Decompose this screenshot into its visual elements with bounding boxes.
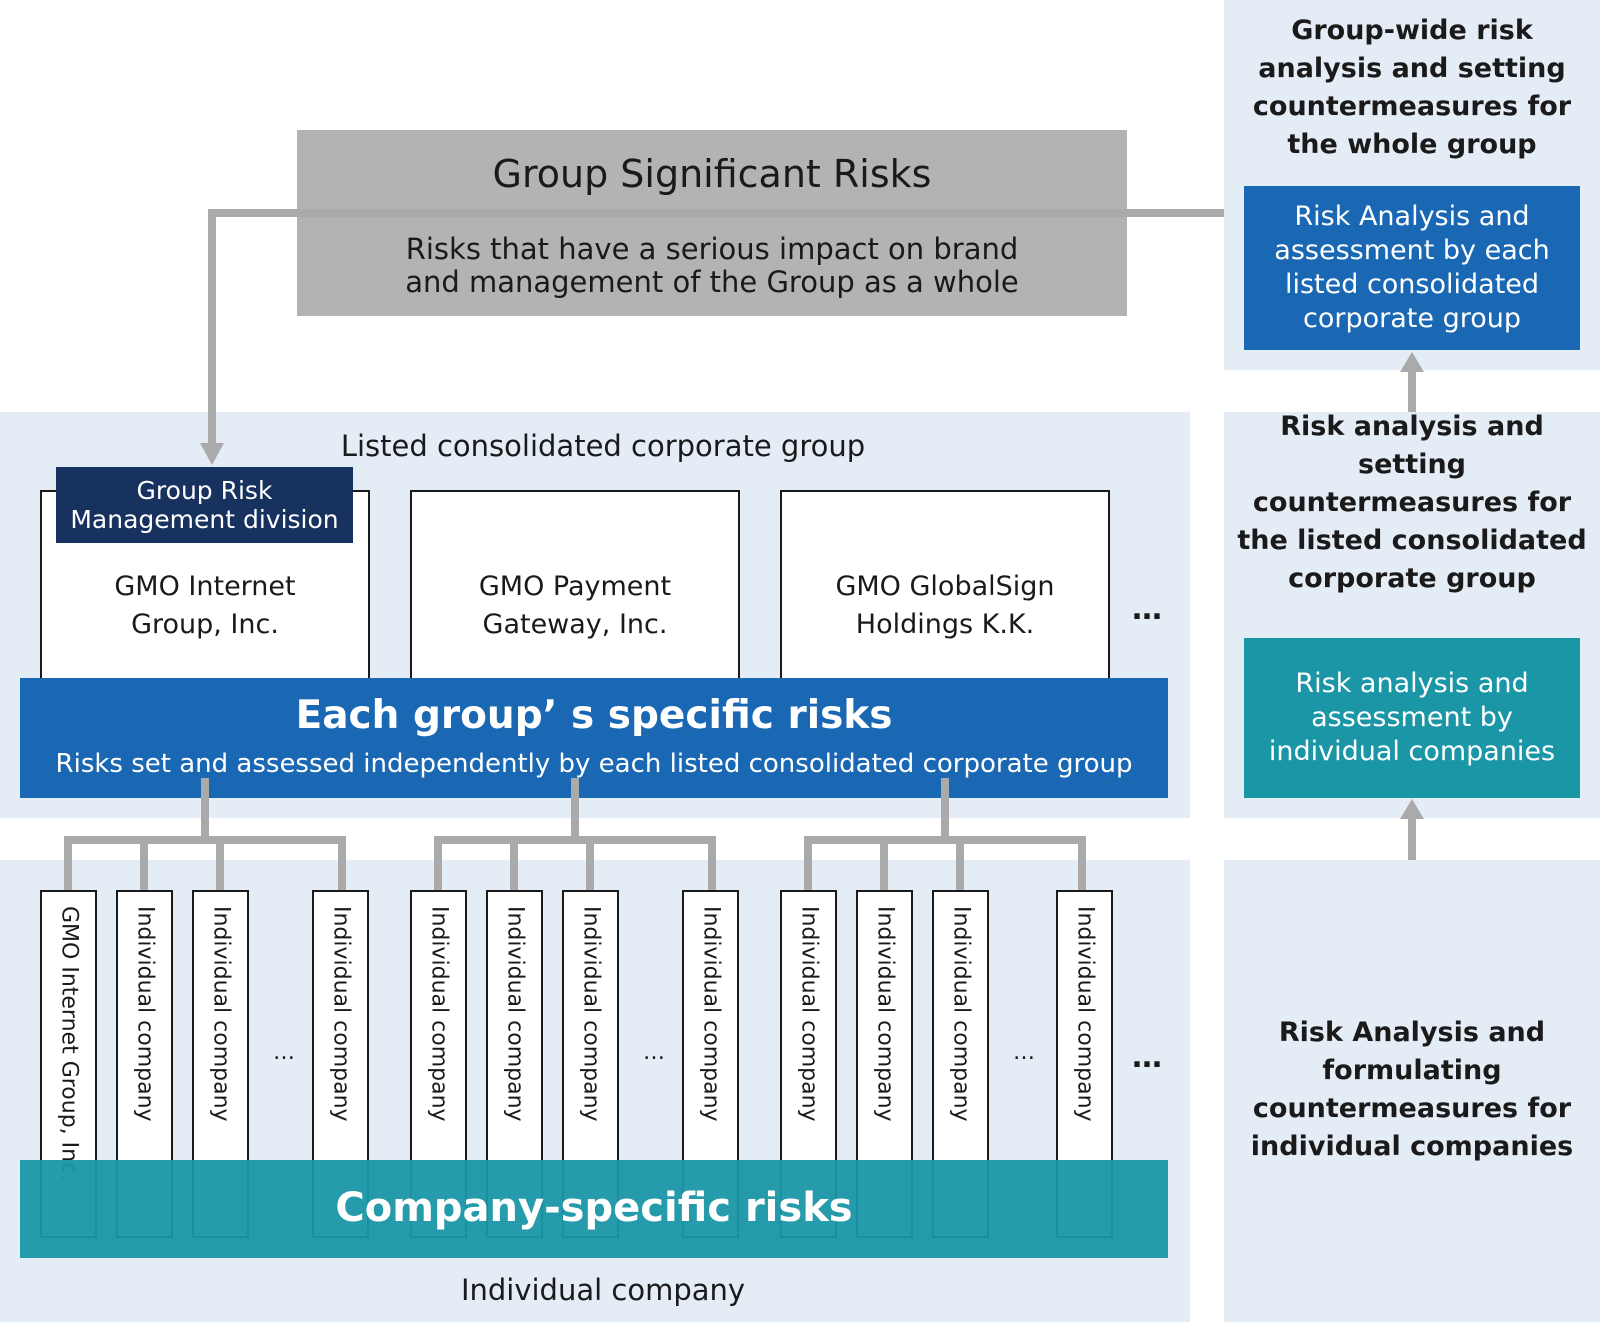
tree-drop: [216, 836, 224, 890]
side-middle-heading: Risk analysis and setting countermeasure…: [1237, 411, 1587, 594]
side-top-box: Risk Analysis and assessment by each lis…: [1244, 186, 1580, 350]
side-top-heading: Group-wide risk analysis and setting cou…: [1252, 15, 1572, 160]
side-panel-bottom: [1224, 860, 1600, 1322]
tree-stem-3: [941, 778, 949, 840]
side-arrow-shaft-top: [1408, 372, 1416, 412]
connector-horizontal-top: [208, 209, 1224, 217]
individual-company-label: Individual company: [460, 1273, 746, 1307]
tree-drop: [880, 836, 888, 890]
side-arrow-shaft-bottom: [1408, 818, 1416, 860]
tree-drop: [956, 836, 964, 890]
tree-drop: [708, 836, 716, 890]
tree-drop: [510, 836, 518, 890]
column-label: Individual company: [208, 906, 234, 1122]
more-individual-dots: …: [1132, 1040, 1164, 1075]
tree-stem-2: [571, 778, 579, 840]
group-specific-risks-band: [20, 678, 1168, 798]
tree-bar-2: [434, 836, 716, 844]
column-label: Individual company: [132, 906, 158, 1122]
listed-group-label: Listed consolidated corporate group: [340, 429, 866, 463]
tree-stem-1: [201, 778, 209, 840]
up-arrow-icon: [1400, 352, 1424, 372]
column-label: Individual company: [1072, 906, 1098, 1122]
tree-drop: [64, 836, 72, 890]
side-middle-box-text: Risk analysis and assessment by individu…: [1268, 668, 1556, 767]
tree-drop: [586, 836, 594, 890]
column-label: Individual company: [872, 906, 898, 1122]
column-label: Individual company: [502, 906, 528, 1122]
group-specific-risks-title: Each group’ s specific risks: [295, 692, 893, 738]
more-companies-dots: …: [1132, 592, 1164, 627]
tree-drop: [804, 836, 812, 890]
company-specific-risks-title: Company-specific risks: [335, 1185, 853, 1231]
tree-drop: [1078, 836, 1086, 890]
up-arrow-icon: [1400, 799, 1424, 819]
tree-drop: [338, 836, 346, 890]
column-label: Individual company: [698, 906, 724, 1122]
tree-bar-1: [64, 836, 346, 844]
down-arrow-icon: [200, 443, 224, 465]
column-label: Individual company: [796, 906, 822, 1122]
tree-bar-3: [804, 836, 1086, 844]
gap-dots: …: [643, 1040, 666, 1065]
division-label: Group Risk Management division: [70, 476, 339, 534]
group-significant-risks-description: Risks that have a serious impact on bran…: [405, 232, 1019, 299]
gap-dots: …: [1013, 1040, 1036, 1065]
group-significant-risks-title: Group Significant Risks: [492, 152, 932, 196]
column-label: GMO Internet Group, Inc.: [56, 906, 82, 1182]
group-specific-risks-subtitle: Risks set and assessed independently by …: [55, 749, 1133, 779]
connector-vertical-top: [208, 209, 216, 443]
side-top-box-text: Risk Analysis and assessment by each lis…: [1274, 201, 1550, 334]
side-middle-box: Risk analysis and assessment by individu…: [1244, 638, 1580, 798]
company-name: GMO Internet Group, Inc.: [114, 571, 296, 640]
company-name: GMO GlobalSign Holdings K.K.: [835, 571, 1055, 640]
tree-drop: [140, 836, 148, 890]
group-risk-management-division: Group Risk Management division: [56, 467, 353, 543]
group-significant-risks-box: [297, 130, 1127, 316]
company-name: GMO Payment Gateway, Inc.: [478, 571, 672, 640]
column-label: Individual company: [948, 906, 974, 1122]
tree-drop: [434, 836, 442, 890]
gap-dots: …: [273, 1040, 296, 1065]
company-specific-risks-band: [20, 1160, 1168, 1258]
column-label: Individual company: [426, 906, 452, 1122]
side-bottom-heading: Risk Analysis and formulating countermea…: [1250, 1017, 1574, 1162]
column-label: Individual company: [578, 906, 604, 1122]
column-label: Individual company: [328, 906, 354, 1122]
